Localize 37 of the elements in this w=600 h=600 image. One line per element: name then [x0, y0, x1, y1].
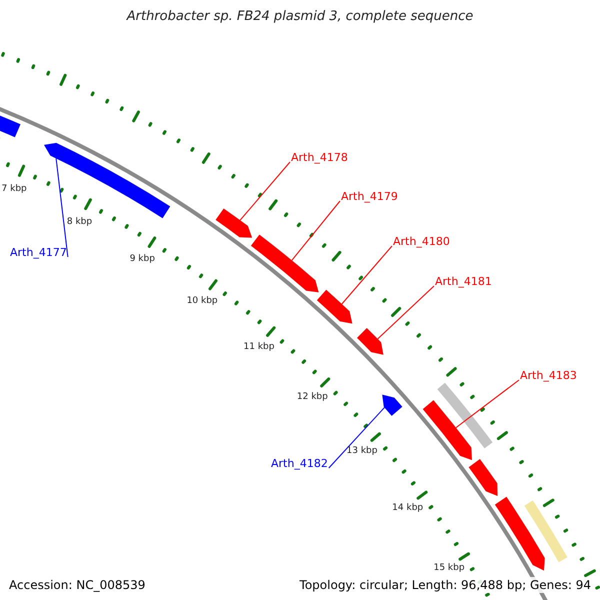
scale-label: 11 kbp: [244, 342, 274, 352]
gene-label: Arth_4181: [435, 275, 492, 288]
scale-label: 10 kbp: [186, 296, 218, 306]
title: Arthrobacter sp. FB24 plasmid 3, complete sequence: [125, 9, 474, 24]
scale-label: 15 kbp: [434, 563, 465, 574]
leader-line: [328, 407, 385, 468]
accession-text: Accession: NC_008539: [7, 577, 148, 593]
leader-line: [240, 162, 290, 221]
gene-label: Arth_4183: [520, 369, 577, 382]
gene-block: [44, 142, 170, 218]
sequence-info: Topology: circular; Length: 96,488 bp; Genes: 94: [298, 577, 593, 593]
gene-block: [494, 496, 545, 571]
scale-label: 12 kbp: [296, 392, 328, 402]
gene-label: Arth_4177: [10, 246, 67, 259]
gene-block: [468, 459, 498, 496]
gene-label: Arth_4180: [393, 235, 450, 248]
leader-line: [341, 246, 392, 304]
gene-block: [216, 208, 252, 238]
gene-block: [316, 290, 352, 324]
leader-line: [291, 200, 340, 261]
scale-label: 13 kbp: [346, 446, 378, 456]
scale-label: 7 kbp: [2, 184, 27, 194]
leader-line: [377, 286, 434, 340]
feature-bar: [437, 382, 493, 448]
gene-block: [357, 328, 384, 355]
gene-block: [382, 394, 402, 416]
gene-label: Arth_4182: [271, 457, 328, 470]
leader-line: [56, 158, 68, 258]
feature-bar: [524, 500, 568, 562]
leader-line: [456, 380, 520, 428]
gene-block: [422, 400, 472, 460]
scale-label: 9 kbp: [130, 254, 155, 264]
gene-label: Arth_4178: [291, 151, 348, 164]
gene-label: Arth_4179: [341, 190, 398, 203]
scale-label: 14 kbp: [392, 502, 424, 513]
scale-label: 8 kbp: [66, 216, 92, 227]
gene-block: [250, 234, 319, 292]
